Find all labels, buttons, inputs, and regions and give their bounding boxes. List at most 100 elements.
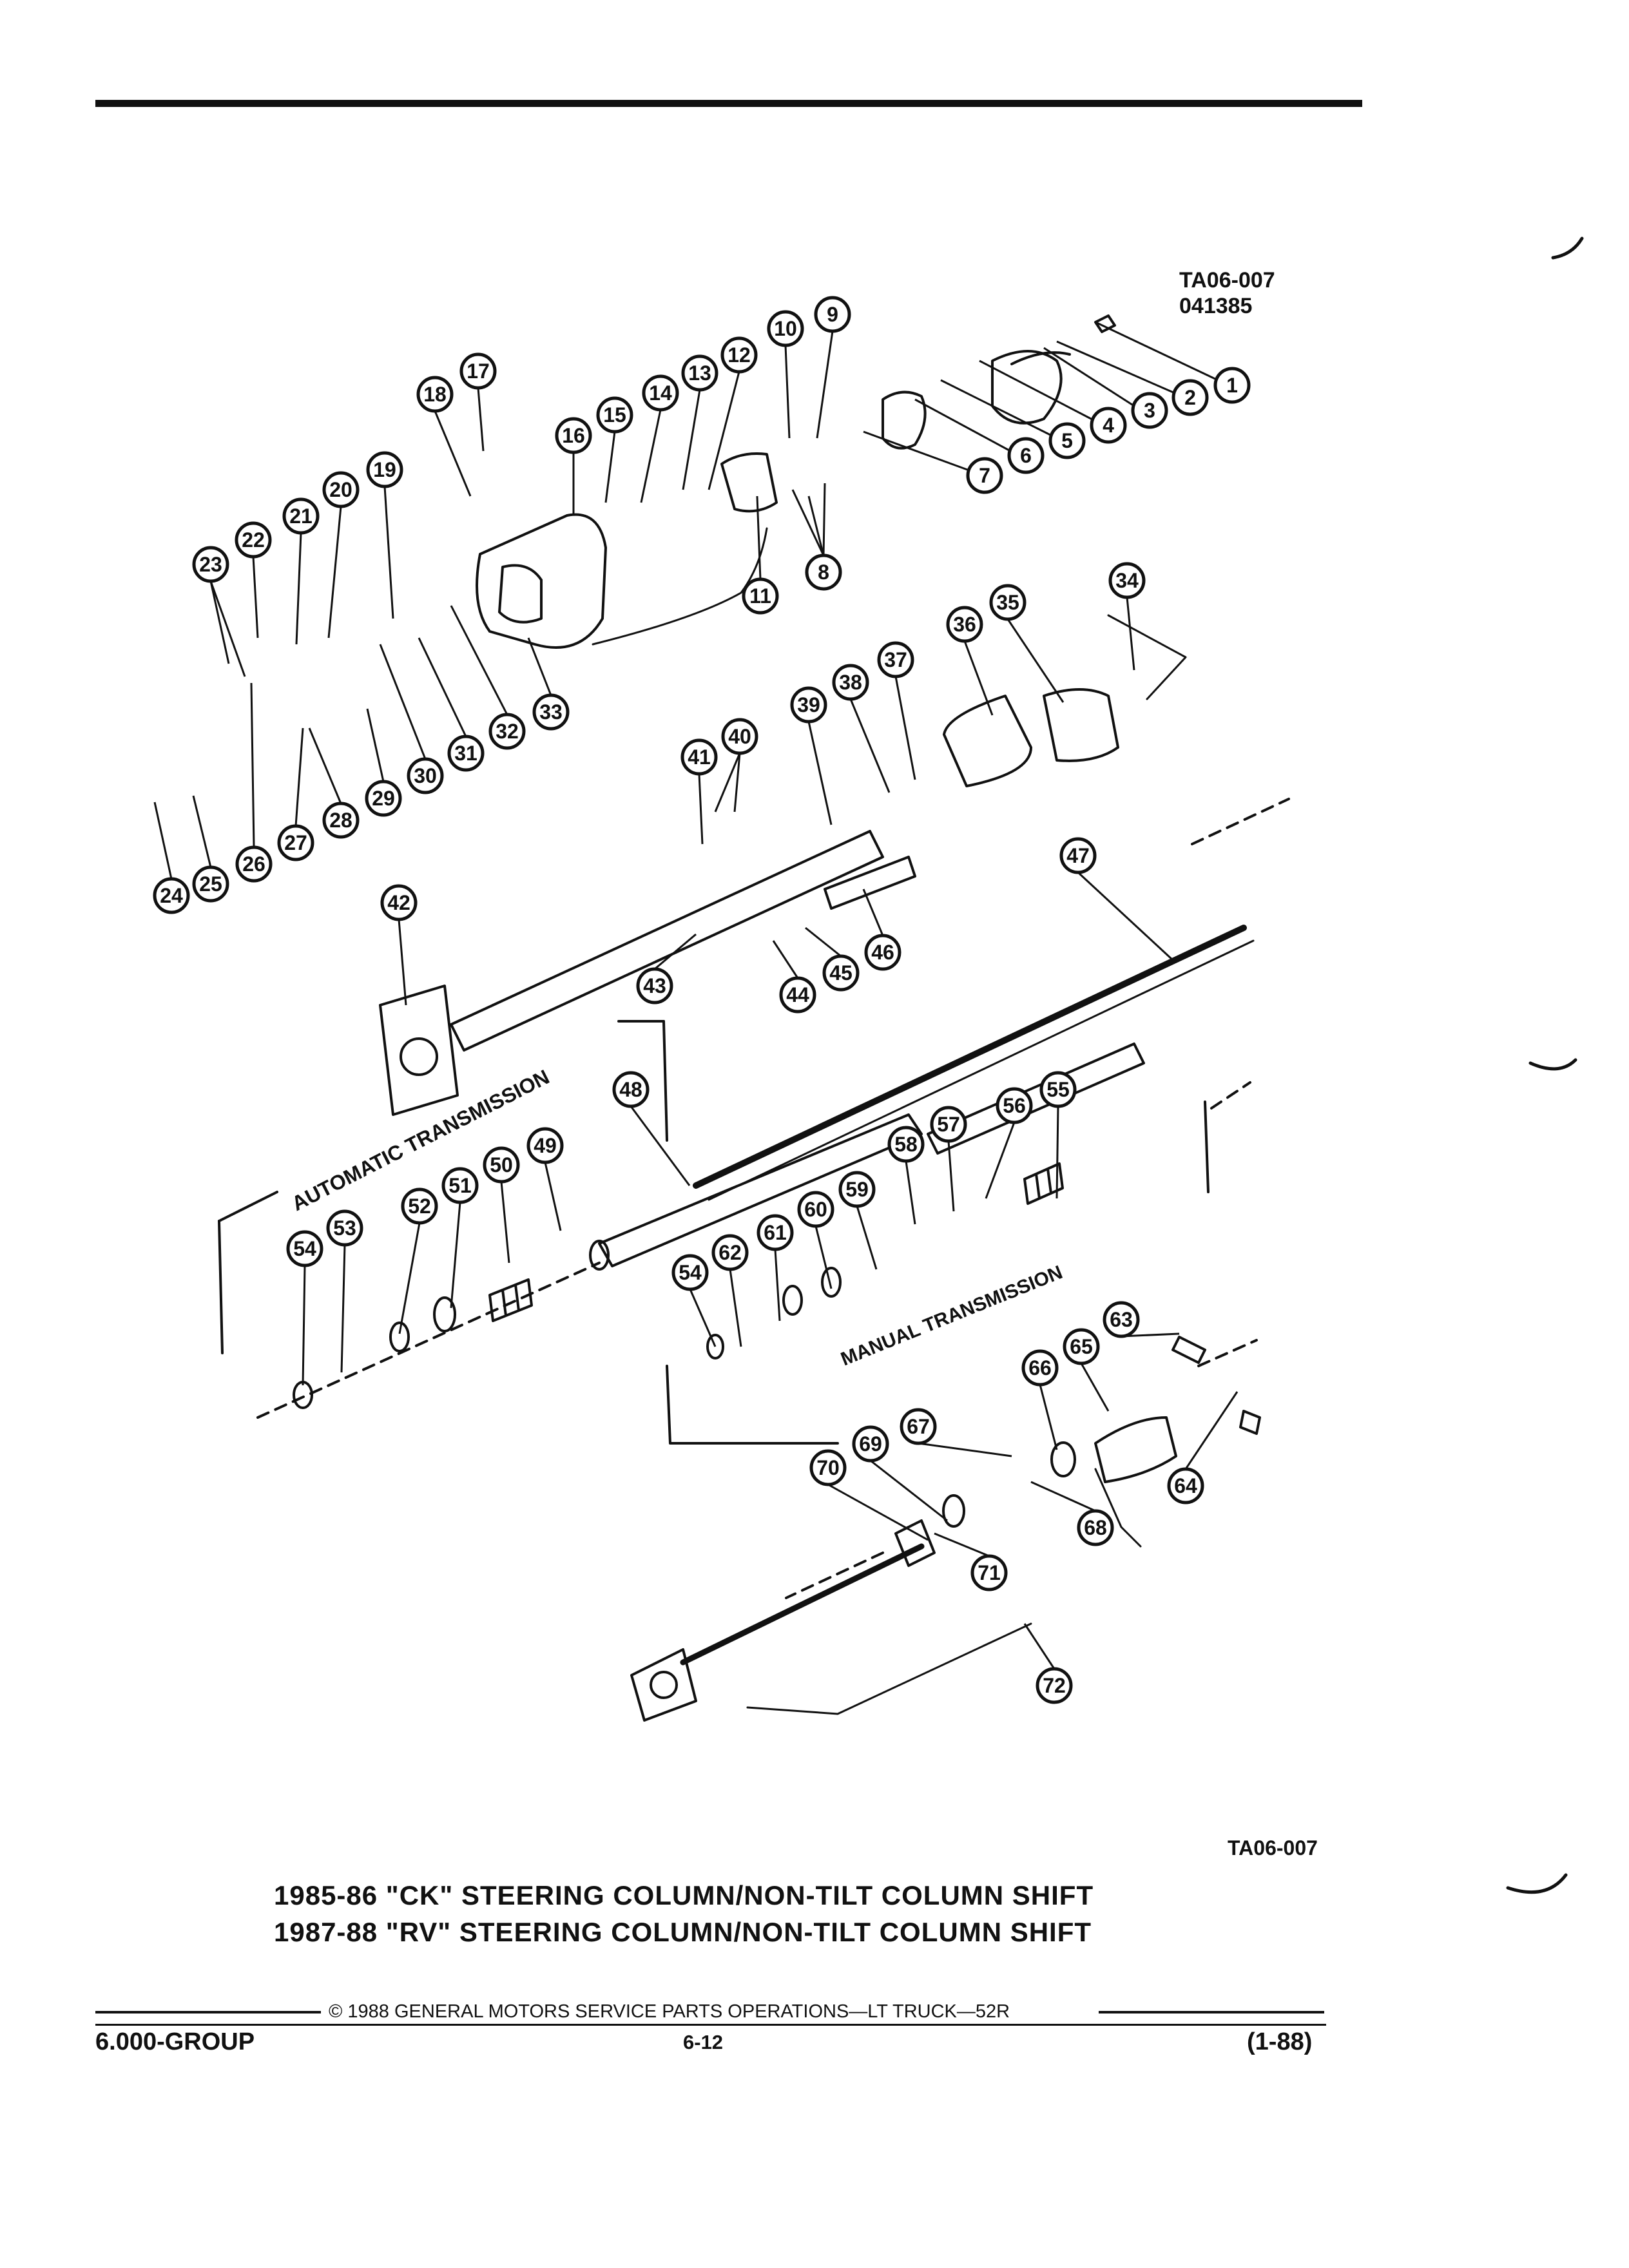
callout-circle bbox=[407, 757, 444, 794]
callout-13: 13 bbox=[681, 354, 718, 392]
callout-label: 34 bbox=[1115, 569, 1139, 592]
leader-line bbox=[714, 753, 741, 812]
leader-line bbox=[434, 410, 472, 497]
callout-61: 61 bbox=[757, 1214, 794, 1251]
callout-circle bbox=[989, 584, 1027, 621]
leader-line bbox=[1055, 1106, 1059, 1199]
callout-30: 30 bbox=[407, 757, 444, 794]
retainer-ring-69 bbox=[942, 1494, 965, 1528]
leader-line bbox=[807, 495, 825, 556]
callout-label: 15 bbox=[603, 403, 626, 427]
callout-12: 12 bbox=[720, 336, 758, 374]
callout-label: 12 bbox=[728, 343, 751, 367]
ring-auto-51 bbox=[433, 1296, 456, 1332]
callout-59: 59 bbox=[838, 1171, 876, 1208]
callout-label: 26 bbox=[242, 852, 265, 876]
leader-line bbox=[862, 889, 884, 936]
callout-label: 46 bbox=[871, 941, 894, 964]
leader-line bbox=[822, 483, 826, 556]
manual-bracket-left bbox=[666, 1365, 839, 1445]
callout-circle bbox=[1103, 1301, 1140, 1338]
footer-rule-right bbox=[1099, 2011, 1324, 2013]
callout-23: 23 bbox=[192, 546, 229, 583]
callout-19: 19 bbox=[366, 451, 403, 488]
callout-circle bbox=[286, 1230, 323, 1267]
callout-circle bbox=[832, 664, 869, 701]
leader-line bbox=[815, 1225, 833, 1289]
callout-5: 5 bbox=[1048, 422, 1086, 459]
leader-line bbox=[689, 1289, 717, 1347]
leader-line bbox=[418, 637, 467, 737]
callout-label: 57 bbox=[937, 1113, 960, 1136]
callout-label: 17 bbox=[467, 360, 490, 383]
callout-label: 8 bbox=[818, 561, 829, 584]
leader-line bbox=[934, 1532, 990, 1557]
callout-label: 32 bbox=[496, 720, 519, 743]
callout-44: 44 bbox=[779, 976, 816, 1014]
footer-rule-left bbox=[95, 2011, 321, 2013]
top-rule bbox=[95, 100, 1362, 107]
callout-54: 54 bbox=[286, 1230, 323, 1267]
callout-68: 68 bbox=[1077, 1509, 1114, 1546]
leader-line bbox=[698, 773, 704, 845]
callout-circle bbox=[1021, 1349, 1059, 1387]
callout-label: 47 bbox=[1066, 844, 1090, 867]
bolt-63 bbox=[1171, 1336, 1206, 1364]
callout-15: 15 bbox=[596, 396, 633, 434]
callout-43: 43 bbox=[636, 967, 673, 1004]
callout-label: 68 bbox=[1084, 1516, 1107, 1539]
caption-line1: 1985-86 "CK" STEERING COLUMN/NON-TILT CO… bbox=[274, 1880, 1094, 1910]
leader-line bbox=[477, 387, 485, 452]
callout-36: 36 bbox=[946, 606, 983, 643]
caption-line2: 1987-88 "RV" STEERING COLUMN/NON-TILT CO… bbox=[274, 1917, 1092, 1947]
callout-18: 18 bbox=[416, 376, 454, 413]
callout-22: 22 bbox=[235, 521, 272, 559]
leader-line bbox=[856, 1206, 878, 1270]
callout-55: 55 bbox=[1039, 1071, 1077, 1108]
bracket-34 bbox=[1107, 614, 1187, 700]
callout-2: 2 bbox=[1171, 379, 1209, 416]
callout-39: 39 bbox=[790, 686, 827, 724]
center-line bbox=[785, 1552, 884, 1599]
callout-label: 63 bbox=[1110, 1308, 1133, 1331]
callout-24: 24 bbox=[153, 877, 190, 914]
footer-rule bbox=[95, 2024, 1326, 2026]
callout-circle bbox=[447, 735, 485, 772]
callout-label: 38 bbox=[839, 671, 862, 694]
leader-line bbox=[963, 640, 994, 716]
callout-circle bbox=[1007, 437, 1045, 474]
callout-label: 40 bbox=[728, 725, 751, 748]
callout-circle bbox=[488, 713, 526, 750]
wiring-harness bbox=[592, 527, 768, 646]
callout-label: 43 bbox=[643, 974, 666, 997]
callout-circle bbox=[779, 976, 816, 1014]
callout-circle bbox=[416, 376, 454, 413]
callout-circle bbox=[153, 877, 190, 914]
footer-group: 6.000-GROUP bbox=[95, 2028, 255, 2055]
ring-manual-61 bbox=[782, 1285, 803, 1316]
shift-tube-end bbox=[589, 1240, 610, 1271]
figure-code-bottom: TA06-007 bbox=[1228, 1836, 1318, 1860]
callout-label: 3 bbox=[1144, 399, 1155, 422]
callout-40: 40 bbox=[721, 718, 758, 755]
callout-label: 21 bbox=[289, 505, 313, 528]
ring-manual-60 bbox=[821, 1267, 842, 1298]
callout-circle bbox=[1131, 392, 1168, 429]
callout-circle bbox=[877, 641, 914, 678]
callout-circle bbox=[680, 738, 718, 776]
leader-line bbox=[1095, 321, 1219, 381]
leader-line bbox=[450, 605, 508, 715]
callout-label: 6 bbox=[1020, 444, 1032, 467]
ring-auto-52 bbox=[389, 1321, 410, 1352]
callout-11: 11 bbox=[742, 577, 779, 615]
bowl-flange bbox=[379, 985, 459, 1116]
lock-housing bbox=[476, 513, 607, 649]
leader-line bbox=[295, 532, 302, 645]
bracket-72 bbox=[746, 1622, 1032, 1715]
bearing-retainer bbox=[1010, 351, 1071, 365]
callout-circle bbox=[555, 417, 592, 454]
callout-label: 11 bbox=[749, 584, 771, 608]
leader-line bbox=[252, 556, 259, 639]
callout-label: 67 bbox=[907, 1415, 930, 1438]
callout-65: 65 bbox=[1063, 1328, 1100, 1365]
